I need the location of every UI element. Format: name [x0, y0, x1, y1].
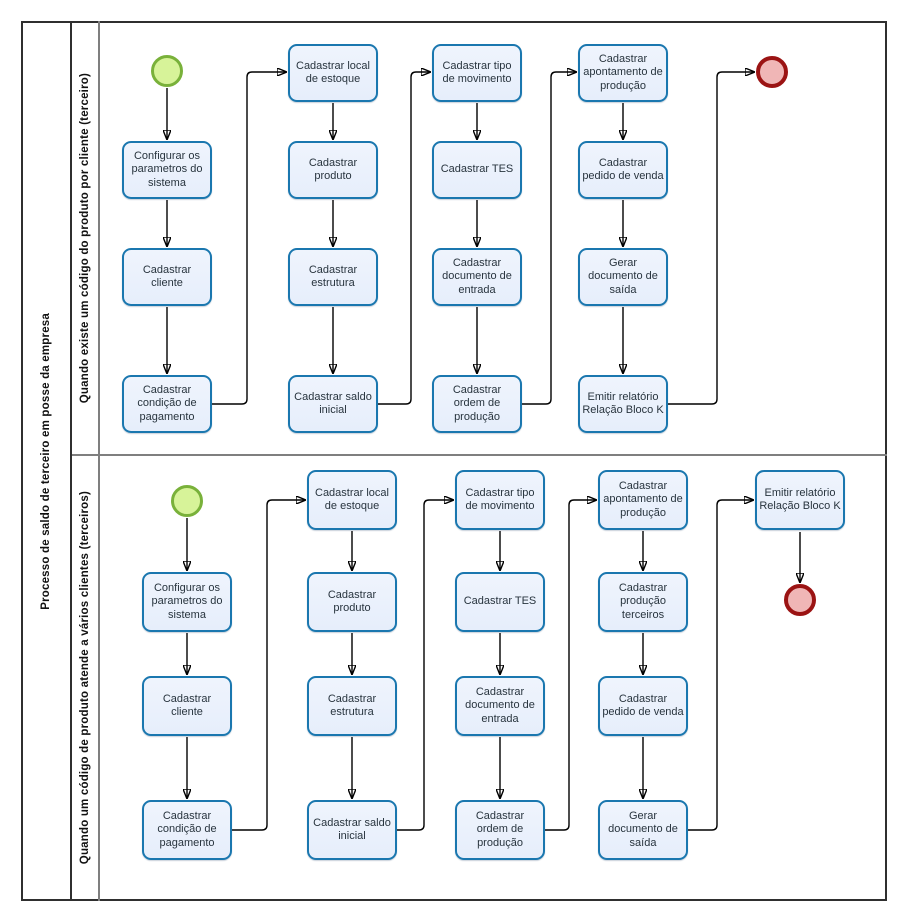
- task-cadastrar-ordem-producao-l2[interactable]: Cadastrar ordem de produção: [455, 800, 545, 860]
- pool-label: Processo de saldo de terceiro em posse d…: [39, 312, 52, 610]
- task-gerar-documento-saida-l2[interactable]: Gerar documento de saída: [598, 800, 688, 860]
- task-cadastrar-produto-l2[interactable]: Cadastrar produto: [307, 572, 397, 632]
- sequence-flow: [212, 72, 286, 405]
- start-event-lane2[interactable]: [171, 485, 203, 517]
- task-cadastrar-condicao-pagamento-l1[interactable]: Cadastrar condição de pagamento: [122, 375, 212, 433]
- task-cadastrar-apontamento-producao-l2[interactable]: Cadastrar apontamento de produção: [598, 470, 688, 530]
- task-emitir-relatorio-bloco-k-l1[interactable]: Emitir relatório Relação Bloco K: [578, 375, 668, 433]
- task-emitir-relatorio-bloco-k-l2[interactable]: Emitir relatório Relação Bloco K: [755, 470, 845, 530]
- task-cadastrar-saldo-inicial-l1[interactable]: Cadastrar saldo inicial: [288, 375, 378, 433]
- task-cadastrar-tes-l1[interactable]: Cadastrar TES: [432, 141, 522, 199]
- lane-2-header: Quando um código de produto atende a vár…: [72, 455, 100, 901]
- lane-divider: [72, 454, 887, 456]
- lane-1-header: Quando existe um código do produto por c…: [72, 21, 100, 455]
- end-event-lane2[interactable]: [784, 584, 816, 616]
- task-cadastrar-local-estoque-l2[interactable]: Cadastrar local de estoque: [307, 470, 397, 530]
- task-cadastrar-ordem-producao-l1[interactable]: Cadastrar ordem de produção: [432, 375, 522, 433]
- start-event-lane1[interactable]: [151, 55, 183, 87]
- task-cadastrar-documento-entrada-l2[interactable]: Cadastrar documento de entrada: [455, 676, 545, 736]
- task-configurar-parametros-l2[interactable]: Configurar os parametros do sistema: [142, 572, 232, 632]
- task-cadastrar-condicao-pagamento-l2[interactable]: Cadastrar condição de pagamento: [142, 800, 232, 860]
- lane-2-label: Quando um código de produto atende a vár…: [79, 491, 91, 865]
- sequence-flow: [522, 72, 576, 405]
- task-cadastrar-estrutura-l2[interactable]: Cadastrar estrutura: [307, 676, 397, 736]
- lane-1-label: Quando existe um código do produto por c…: [79, 72, 91, 404]
- task-cadastrar-cliente-l1[interactable]: Cadastrar cliente: [122, 248, 212, 306]
- end-event-lane1[interactable]: [756, 56, 788, 88]
- task-cadastrar-pedido-venda-l2[interactable]: Cadastrar pedido de venda: [598, 676, 688, 736]
- task-cadastrar-estrutura-l1[interactable]: Cadastrar estrutura: [288, 248, 378, 306]
- task-cadastrar-apontamento-producao-l1[interactable]: Cadastrar apontamento de produção: [578, 44, 668, 102]
- task-cadastrar-producao-terceiros-l2[interactable]: Cadastrar produção terceiros: [598, 572, 688, 632]
- sequence-flow: [232, 500, 305, 831]
- task-cadastrar-pedido-venda-l1[interactable]: Cadastrar pedido de venda: [578, 141, 668, 199]
- pool-header: Processo de saldo de terceiro em posse d…: [21, 21, 72, 901]
- task-cadastrar-local-estoque-l1[interactable]: Cadastrar local de estoque: [288, 44, 378, 102]
- sequence-flow: [397, 500, 453, 831]
- task-cadastrar-cliente-l2[interactable]: Cadastrar cliente: [142, 676, 232, 736]
- task-configurar-parametros-l1[interactable]: Configurar os parametros do sistema: [122, 141, 212, 199]
- task-cadastrar-tes-l2[interactable]: Cadastrar TES: [455, 572, 545, 632]
- sequence-flow: [688, 500, 753, 831]
- task-cadastrar-tipo-movimento-l1[interactable]: Cadastrar tipo de movimento: [432, 44, 522, 102]
- task-cadastrar-tipo-movimento-l2[interactable]: Cadastrar tipo de movimento: [455, 470, 545, 530]
- sequence-flow: [545, 500, 596, 831]
- task-cadastrar-documento-entrada-l1[interactable]: Cadastrar documento de entrada: [432, 248, 522, 306]
- sequence-flow: [668, 72, 754, 405]
- task-cadastrar-produto-l1[interactable]: Cadastrar produto: [288, 141, 378, 199]
- sequence-flow: [378, 72, 430, 405]
- task-cadastrar-saldo-inicial-l2[interactable]: Cadastrar saldo inicial: [307, 800, 397, 860]
- task-gerar-documento-saida-l1[interactable]: Gerar documento de saída: [578, 248, 668, 306]
